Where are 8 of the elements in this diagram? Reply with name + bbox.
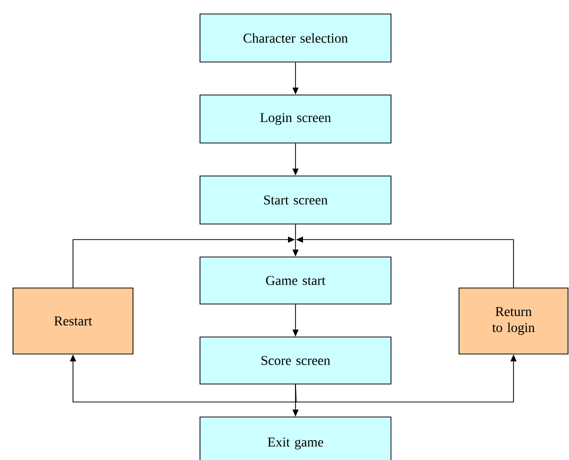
action-box: Return to login — [458, 288, 568, 354]
process-box: Character selection — [200, 14, 392, 62]
process-box: Start screen — [200, 176, 392, 224]
process-box: Game start — [200, 256, 392, 304]
action-box: Restart — [12, 288, 134, 354]
process-box: Score screen — [200, 336, 392, 384]
process-box: Exit game — [200, 416, 392, 460]
process-box: Login screen — [200, 94, 392, 144]
